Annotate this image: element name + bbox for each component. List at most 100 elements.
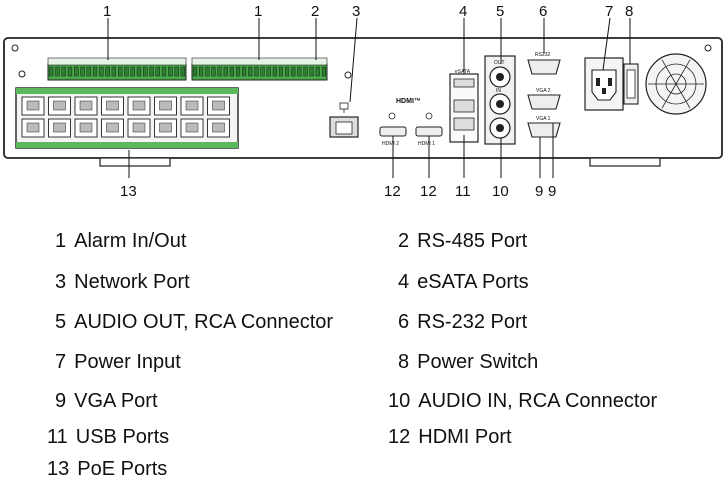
alarm-terminal-pin-b[interactable] [248, 66, 253, 77]
alarm-terminal-pin-b[interactable] [260, 66, 265, 77]
callout-12a: 12 [384, 183, 401, 200]
alarm-terminal-pin-a[interactable] [124, 66, 129, 77]
alarm-terminal-pin-b[interactable] [291, 66, 296, 77]
alarm-terminal-pin-a[interactable] [80, 66, 85, 77]
callout-8: 8 [625, 3, 633, 20]
callout-7: 7 [605, 3, 613, 20]
callout-1a: 1 [103, 3, 111, 20]
hdmi-header-label: HDMI™ [396, 98, 421, 105]
callout-13: 13 [120, 183, 137, 200]
poe-port-socket [212, 100, 225, 111]
alarm-terminal-pin-b[interactable] [272, 66, 277, 77]
alarm-terminal-pin-b[interactable] [278, 66, 284, 77]
audio-out-rca-connector[interactable] [489, 66, 511, 88]
alarm-terminal-pin-b[interactable] [309, 66, 314, 77]
alarm-terminal-pin-b[interactable] [192, 66, 198, 77]
power-switch[interactable] [623, 63, 639, 105]
alarm-terminal-pin-a[interactable] [130, 66, 135, 77]
alarm-terminal-pin-a[interactable] [174, 66, 179, 77]
alarm-terminal-pin-a[interactable] [55, 66, 60, 77]
vga1-label: VGA 1 [536, 116, 551, 122]
callout-4: 4 [459, 3, 467, 20]
alarm-terminal-pin-b[interactable] [242, 66, 247, 77]
callout-12b: 12 [420, 183, 437, 200]
poe-port-socket [26, 122, 40, 133]
alarm-terminal-pin-b[interactable] [297, 66, 302, 77]
alarm-terminal-pin-b[interactable] [205, 66, 210, 77]
alarm-terminal-pin-a[interactable] [74, 66, 79, 77]
screw-right [704, 44, 712, 52]
alarm-terminal-pin-a[interactable] [92, 66, 98, 77]
alarm-terminal-pin-b[interactable] [235, 66, 241, 77]
alarm-terminal-pin-b[interactable] [315, 66, 320, 77]
vga-port-2[interactable] [527, 94, 561, 110]
fan-blade [661, 59, 677, 85]
network-port[interactable] [329, 116, 359, 138]
alarm-terminal-pin-b[interactable] [217, 66, 222, 77]
alarm-terminal-pin-b[interactable] [229, 66, 234, 77]
alarm-terminal-pin-a[interactable] [105, 66, 110, 77]
callout-1b: 1 [254, 3, 262, 20]
alarm-terminal-pin-b[interactable] [199, 66, 204, 77]
vga-port-1[interactable] [527, 122, 561, 138]
alarm-terminal-pin-b[interactable] [254, 66, 259, 77]
screw-mid-left [18, 70, 26, 78]
hdmi1-label: HDMI 1 [418, 141, 435, 147]
poe-port-socket [53, 122, 66, 133]
alarm-terminal-pin-a[interactable] [99, 66, 104, 77]
poe-port-socket [79, 100, 93, 111]
alarm-terminal-pin-a[interactable] [168, 66, 173, 77]
chassis-foot-right [589, 157, 661, 167]
alarm-terminal-pin-b[interactable] [285, 66, 290, 77]
alarm-terminal-pin-a[interactable] [117, 66, 123, 77]
esata-port[interactable] [453, 78, 475, 88]
power-input[interactable] [584, 57, 624, 111]
alarm-terminal-pin-a[interactable] [161, 66, 167, 77]
callout-5: 5 [496, 3, 504, 20]
poe-port-socket [79, 122, 93, 133]
callout-11: 11 [455, 183, 471, 200]
fan-blade [661, 83, 677, 109]
alarm-terminal-pin-a[interactable] [180, 66, 185, 77]
alarm-terminal-pin-a[interactable] [86, 66, 91, 77]
alarm-terminal-pin-b[interactable] [266, 66, 271, 77]
poe-port-socket [212, 122, 225, 133]
audio-in-rca-connector-2[interactable] [489, 117, 511, 139]
alarm-terminal-pin-b[interactable] [321, 66, 327, 77]
alarm-terminal-pin-b[interactable] [303, 66, 308, 77]
rs232-port[interactable] [527, 59, 561, 75]
callout-10: 10 [492, 183, 509, 200]
screw-mid [344, 71, 352, 79]
poe-port-socket [53, 100, 66, 111]
alarm-terminal-pin-a[interactable] [155, 66, 160, 77]
vga2-label: VGA 2 [536, 88, 551, 94]
poe-port-socket [159, 100, 172, 111]
audio-in-rca-connector[interactable] [489, 93, 511, 115]
callout-3: 3 [352, 3, 360, 20]
poe-port-socket [106, 122, 119, 133]
alarm-terminal-pin-b[interactable] [223, 66, 228, 77]
alarm-terminal-pin-a[interactable] [49, 66, 54, 77]
alarm-terminal-pin-a[interactable] [143, 66, 148, 77]
poe-port-socket [132, 122, 146, 133]
callout-9a: 9 [535, 183, 543, 200]
alarm-terminal-pin-a[interactable] [111, 66, 117, 77]
alarm-terminal-pin-a[interactable] [136, 66, 142, 77]
screw-left [11, 44, 19, 52]
usb-port-top[interactable] [453, 99, 475, 113]
alarm-terminal-pin-a[interactable] [149, 66, 154, 77]
alarm-terminal-pin-a[interactable] [67, 66, 73, 77]
alarm-terminal-pin-a[interactable] [61, 66, 66, 77]
alarm-terminal-pin-b[interactable] [211, 66, 216, 77]
usb-port-bottom[interactable] [453, 117, 475, 131]
